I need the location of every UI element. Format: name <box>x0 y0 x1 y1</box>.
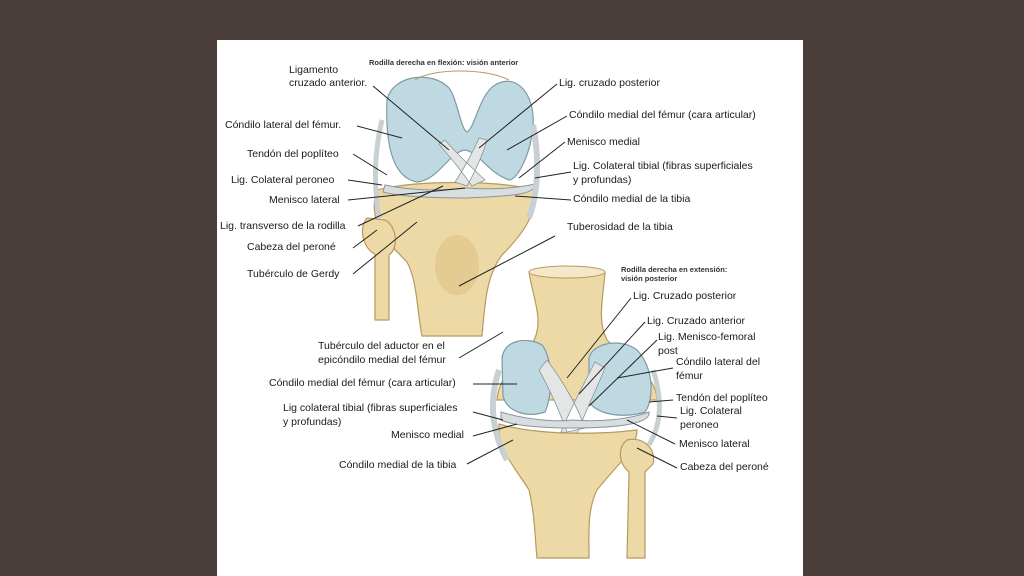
posterior-knee-view <box>489 265 662 559</box>
label-post-cabeza-perone: Cabeza del peroné <box>680 461 769 473</box>
label-post-tendon-popliteo: Tendón del poplíteo <box>676 392 768 404</box>
label-lca-line1: Ligamento <box>289 64 339 76</box>
posterior-fibula <box>619 438 655 559</box>
label-post-col-tibial-line1: Lig colateral tibial (fibras superficial… <box>283 402 458 414</box>
label-post-col-tibial-line2: y profundas) <box>283 416 342 428</box>
label-post-menisco-lateral: Menisco lateral <box>679 438 750 450</box>
label-tuberculo-aductor-line2: epicóndilo medial del fémur <box>318 354 446 366</box>
label-post-condilo-medial: Cóndilo medial del fémur (cara articular… <box>269 377 456 389</box>
label-post-lca: Lig. Cruzado anterior <box>647 315 746 327</box>
anterior-cruciates <box>438 137 488 187</box>
label-col-peroneo: Lig. Colateral peroneo <box>231 174 335 186</box>
anterior-fibula <box>361 217 396 321</box>
anterior-view-caption: Rodilla derecha en flexión: visión anter… <box>369 58 519 67</box>
posterior-tibia <box>498 423 638 559</box>
label-cabeza-perone: Cabeza del peroné <box>247 241 336 253</box>
label-post-col-peroneo-line1: Lig. Colateral <box>680 405 742 417</box>
knee-illustrations <box>347 70 678 559</box>
label-post-condilo-lateral-line2: fémur <box>676 370 703 382</box>
label-post-menisco-medial: Menisco medial <box>391 429 464 441</box>
label-condilo-lateral-femur: Cóndilo lateral del fémur. <box>225 119 342 131</box>
label-col-tibial-line1: Lig. Colateral tibial (fibras superficia… <box>573 160 753 172</box>
label-tuberculo-gerdy: Tubérculo de Gerdy <box>247 268 340 280</box>
label-post-lcp: Lig. Cruzado posterior <box>633 290 737 302</box>
posterior-view-caption: Rodilla derecha en extensión: visión pos… <box>621 265 728 283</box>
anterior-leader-lines <box>347 83 572 287</box>
label-tendon-popliteo: Tendón del poplíteo <box>247 148 339 160</box>
label-post-col-peroneo-line2: peroneo <box>680 419 719 431</box>
label-menisco-medial: Menisco medial <box>567 136 640 148</box>
label-lca-line2: cruzado anterior. <box>289 77 368 89</box>
posterior-menisci <box>500 411 650 429</box>
label-menisco-femoral-line1: Lig. Menisco-femoral <box>658 331 756 343</box>
label-tuberosidad-tibia: Tuberosidad de la tibia <box>567 221 673 233</box>
label-condilo-medial-femur: Cóndilo medial del fémur (cara articular… <box>569 109 756 121</box>
label-menisco-lateral: Menisco lateral <box>269 194 340 206</box>
label-lcp: Lig. cruzado posterior <box>559 77 660 89</box>
label-lig-transverso: Lig. transverso de la rodilla <box>220 220 346 232</box>
label-tuberculo-aductor-line1: Tubérculo del aductor en el <box>318 340 445 352</box>
anterior-knee-view <box>361 70 541 337</box>
label-col-tibial-line2: y profundas) <box>573 174 632 186</box>
label-post-condilo-medial-tibia: Cóndilo medial de la tibia <box>339 459 457 471</box>
posterior-leader-lines <box>458 297 678 469</box>
label-condilo-medial-tibia: Cóndilo medial de la tibia <box>573 193 691 205</box>
label-post-condilo-lateral-line1: Cóndilo lateral del <box>676 356 761 368</box>
slide-panel: Rodilla derecha en flexión: visión anter… <box>217 40 803 576</box>
label-menisco-femoral-line2: post <box>658 345 678 357</box>
